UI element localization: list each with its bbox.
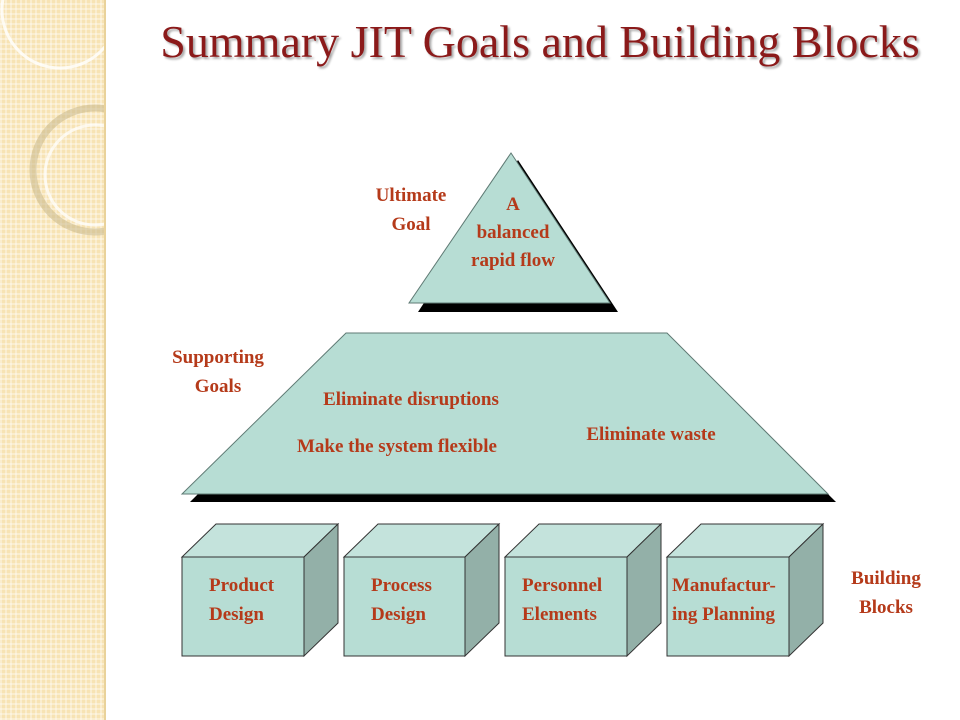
block-front-face: [343, 556, 466, 657]
building-blocks-label-line-1: Building: [851, 568, 921, 589]
ultimate-goal-text-line-1: A: [506, 194, 520, 215]
building-block-process-design: Process Design: [342, 522, 501, 658]
block-label-line-2: Design: [371, 604, 426, 625]
block-label-line-1: Manufactur-: [672, 575, 776, 596]
triangle-shape: [408, 152, 611, 304]
block-label-line-1: Product: [209, 575, 275, 596]
ultimate-goal-triangle: A balanced rapid flow: [408, 152, 618, 312]
supporting-goals-label-line-2: Goals: [195, 376, 241, 397]
block-label-line-1: Personnel: [522, 575, 602, 596]
ultimate-goal-text-line-3: rapid flow: [471, 250, 555, 271]
decorative-side-strip: [0, 0, 106, 720]
decorative-ring-inner: [43, 123, 104, 227]
block-label-line-2: Elements: [522, 604, 597, 625]
decorative-rings: [0, 0, 104, 236]
supporting-goal-flexible-system: Make the system flexible: [297, 436, 497, 457]
building-blocks-label-line-2: Blocks: [859, 597, 913, 618]
slide-title: Summary JIT Goals and Building Blocks: [160, 16, 920, 67]
trapezoid-shape: [180, 332, 830, 495]
supporting-goals-trapezoid: Eliminate disruptions Make the system fl…: [180, 332, 836, 502]
block-label-line-1: Process: [371, 575, 432, 596]
block-front-face: [504, 556, 628, 657]
ultimate-goal-label-line-2: Goal: [391, 214, 430, 235]
ultimate-goal-label-line-1: Ultimate: [376, 185, 447, 206]
building-block-manufacturing-planning: Manufactur- ing Planning: [665, 522, 825, 658]
block-front-face: [181, 556, 305, 657]
decorative-ring-middle: [29, 104, 104, 236]
building-block-personnel-elements: Personnel Elements: [503, 522, 663, 658]
block-label-line-2: Design: [209, 604, 264, 625]
block-label-line-2: ing Planning: [672, 604, 775, 625]
building-block-product-design: Product Design: [180, 522, 340, 658]
supporting-goals-label-line-1: Supporting: [172, 347, 264, 368]
decorative-ring-top: [0, 0, 104, 70]
supporting-goal-eliminate-disruptions: Eliminate disruptions: [323, 389, 499, 410]
supporting-goal-eliminate-waste: Eliminate waste: [586, 424, 715, 445]
block-front-face: [666, 556, 790, 657]
ultimate-goal-text-line-2: balanced: [477, 222, 550, 243]
